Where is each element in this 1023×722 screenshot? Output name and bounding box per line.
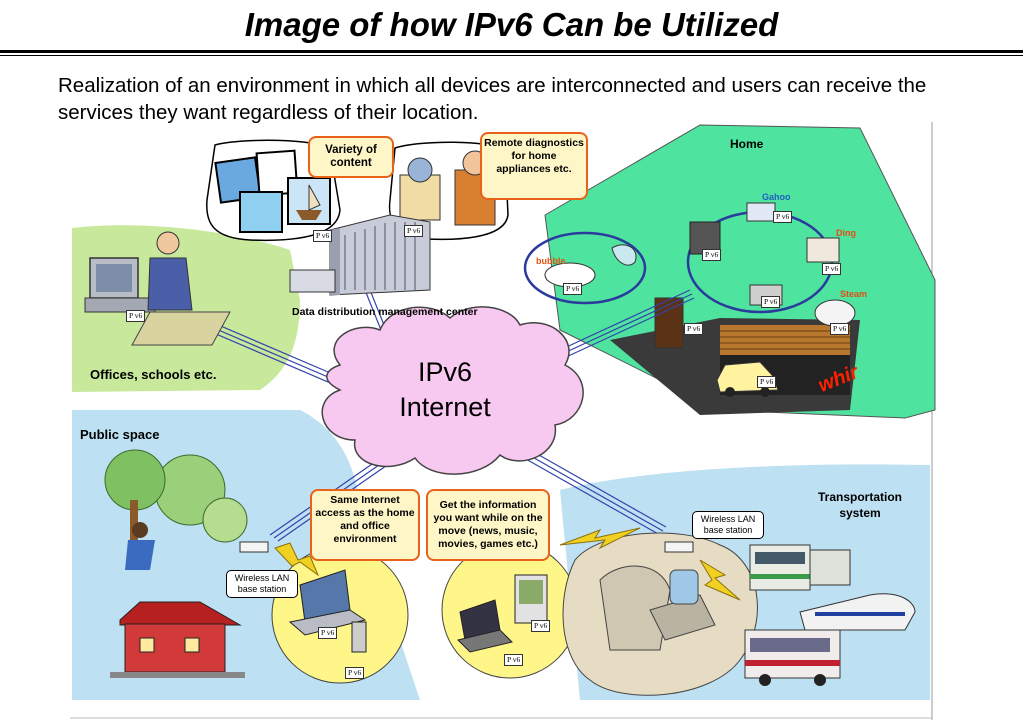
ipv6-tag-gahoo: P v6 [773, 211, 793, 223]
park-illustration [104, 449, 248, 570]
laptop-illustration [288, 569, 367, 636]
ipv6-tag-pda: P v6 [531, 620, 551, 632]
data-center-label: Data distribution management center [292, 306, 478, 318]
notebook-pc-illustration [457, 599, 513, 653]
ipv6-tag-steam: P v6 [830, 323, 850, 335]
ipv6-tag-notebook: P v6 [504, 654, 524, 666]
ipv6-tag-phone: P v6 [345, 667, 365, 679]
title-rule-thin [0, 55, 1023, 56]
garage-shutter [720, 325, 850, 355]
cloud-line-1: IPv6 [417, 357, 473, 387]
ipv6-tag-ding: P v6 [822, 263, 842, 275]
wireless-signal-public [274, 542, 320, 577]
home-network-loop-left [523, 231, 647, 305]
bubble-label: bubble [536, 256, 566, 266]
ipv6-tag-office: P v6 [126, 310, 146, 322]
transport-access-point [664, 541, 694, 553]
ipv6-tag-laptop: P v6 [318, 627, 338, 639]
ipv6-tag-car: P v6 [757, 376, 777, 388]
diagnostics-callout: Remote diagnostics for home appliances e… [480, 132, 588, 200]
subtitle: Realization of an environment in which a… [58, 74, 927, 124]
ipv6-tag-content: P v6 [313, 230, 333, 242]
ipv6-tag-heater: P v6 [702, 249, 722, 261]
office-worker-illustration [84, 231, 231, 346]
ding-label: Ding [836, 228, 856, 238]
page-title: Image of how IPv6 Can be Utilized [244, 6, 779, 43]
ipv6-internet-cloud [321, 306, 584, 475]
transport-label: Transportation system [817, 490, 902, 520]
same-access-callout: Same Internet access as the home and off… [310, 489, 420, 561]
public-access-point [239, 541, 269, 553]
offices-label: Offices, schools etc. [90, 367, 217, 382]
home-door [654, 297, 684, 349]
media-picture-icons [214, 149, 331, 233]
get-info-callout: Get the information you want while on th… [426, 489, 550, 561]
cloud-line-2: Internet [399, 392, 491, 422]
commuter-train-illustration [749, 544, 851, 591]
pda-illustration [514, 574, 548, 624]
home-label: Home [730, 137, 764, 151]
ipv6-tag-tv: P v6 [761, 296, 781, 308]
vehicle-seat-illustration [599, 565, 716, 651]
public-wlan-label: Wireless LAN base station [226, 570, 298, 598]
content-callout: Variety of content [308, 136, 394, 178]
bus-illustration [744, 629, 841, 686]
ipv6-internet-text: IPv6 Internet [360, 355, 530, 425]
ipv6-tag-door: P v6 [684, 323, 704, 335]
gahoo-label: Gahoo [762, 192, 791, 202]
ipv6-tag-bubble: P v6 [563, 283, 583, 295]
transport-wlan-label: Wireless LAN base station [692, 511, 764, 539]
cellphone-illustration [351, 621, 367, 653]
public-space-label: Public space [80, 427, 160, 442]
wireless-signal-vehicle [699, 559, 741, 601]
title-rule [0, 50, 1023, 53]
ipv6-tag-diagnostics: P v6 [404, 225, 424, 237]
steam-label: Steam [840, 289, 868, 299]
wireless-signal-transport [559, 527, 641, 550]
house-illustration [110, 601, 245, 678]
bullet-train-illustration [799, 593, 916, 631]
diagnostics-illustration [399, 150, 496, 226]
